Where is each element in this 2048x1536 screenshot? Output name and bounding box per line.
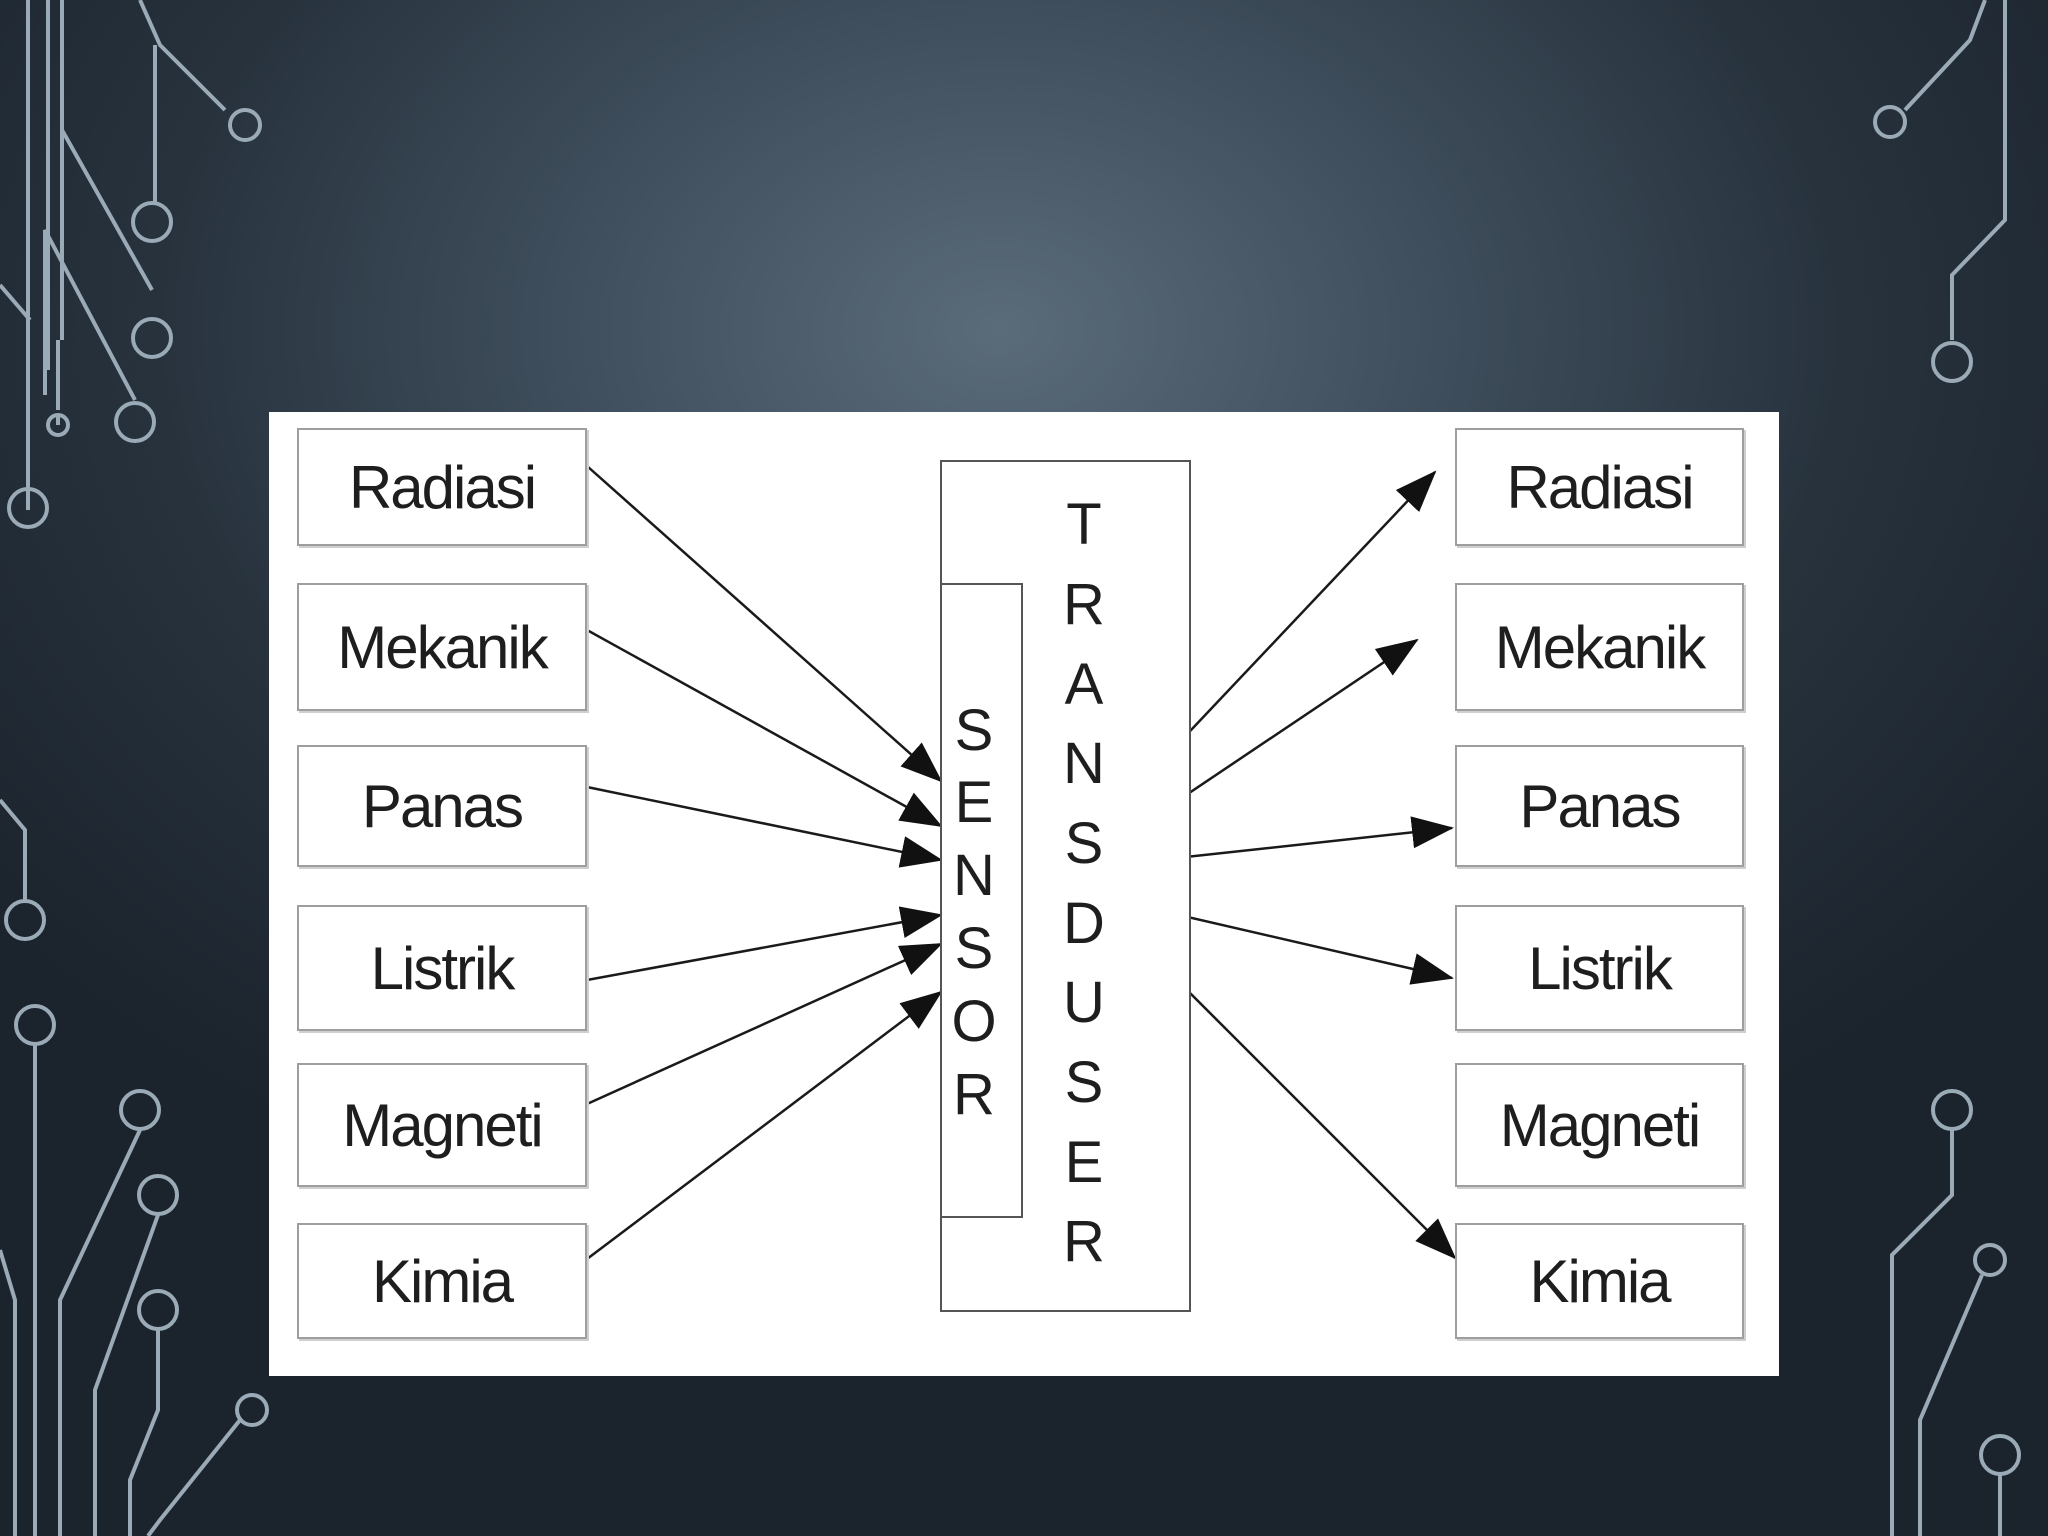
- output-box-listrik: Listrik: [1455, 905, 1744, 1031]
- output-label-kimia: Kimia: [1529, 1247, 1671, 1315]
- output-label-listrik: Listrik: [1528, 934, 1673, 1002]
- input-label-magneti: Magneti: [342, 1091, 543, 1159]
- output-box-kimia: Kimia: [1455, 1223, 1744, 1339]
- input-arrow-mekanik: [586, 628, 943, 828]
- input-label-listrik: Listrik: [370, 934, 516, 1002]
- input-arrow-magneti: [586, 942, 943, 1106]
- output-box-panas: Panas: [1455, 745, 1744, 867]
- output-box-mekanik: Mekanik: [1455, 583, 1744, 711]
- input-label-panas: Panas: [361, 772, 524, 840]
- input-box-mekanik: Mekanik: [297, 583, 587, 711]
- arrow-layer: [586, 465, 1457, 1260]
- input-arrow-radiasi: [586, 465, 943, 783]
- sensor-transducer-diagram: S E N S O R T R A N S D U S E R Radiasi …: [269, 412, 1779, 1376]
- transducer-letter: U: [1063, 970, 1105, 1035]
- sensor-letter: N: [953, 843, 995, 908]
- transducer-letter: A: [1064, 652, 1104, 717]
- input-box-panas: Panas: [297, 745, 587, 867]
- transducer-letter: E: [1064, 1130, 1104, 1195]
- sensor-letter: O: [951, 989, 997, 1054]
- output-label-panas: Panas: [1519, 772, 1681, 840]
- output-box-radiasi: Radiasi: [1455, 428, 1744, 546]
- input-label-mekanik: Mekanik: [337, 613, 548, 681]
- output-arrow-kimia: [1139, 942, 1457, 1260]
- input-arrow-panas: [586, 785, 943, 868]
- output-box-magneti: Magneti: [1455, 1063, 1744, 1187]
- input-arrow-listrik: [586, 906, 943, 982]
- sensor-letter: S: [954, 698, 994, 763]
- input-box-radiasi: Radiasi: [297, 428, 587, 546]
- output-label-magneti: Magneti: [1499, 1091, 1701, 1159]
- input-label-kimia: Kimia: [371, 1247, 514, 1315]
- transducer-letter: D: [1063, 891, 1105, 956]
- sensor-letter: S: [954, 916, 994, 981]
- input-label-radiasi: Radiasi: [348, 453, 537, 521]
- sensor-letter: E: [954, 770, 994, 835]
- transducer-letter: S: [1064, 1050, 1104, 1115]
- transducer-letter: R: [1063, 572, 1105, 637]
- output-label-radiasi: Radiasi: [1506, 453, 1694, 521]
- transducer-letter: T: [1066, 492, 1102, 557]
- input-box-kimia: Kimia: [297, 1223, 587, 1339]
- transducer-letter: S: [1064, 811, 1104, 876]
- transducer-letter: R: [1063, 1209, 1105, 1274]
- input-arrow-kimia: [586, 990, 943, 1260]
- sensor-box: [940, 583, 1023, 1218]
- output-label-mekanik: Mekanik: [1494, 613, 1706, 681]
- input-box-listrik: Listrik: [297, 905, 587, 1031]
- output-arrow-listrik: [1139, 904, 1454, 985]
- input-box-magneti: Magneti: [297, 1063, 587, 1187]
- sensor-letter: R: [953, 1062, 995, 1127]
- transducer-letter: N: [1063, 731, 1105, 796]
- output-arrow-panas: [1139, 816, 1454, 864]
